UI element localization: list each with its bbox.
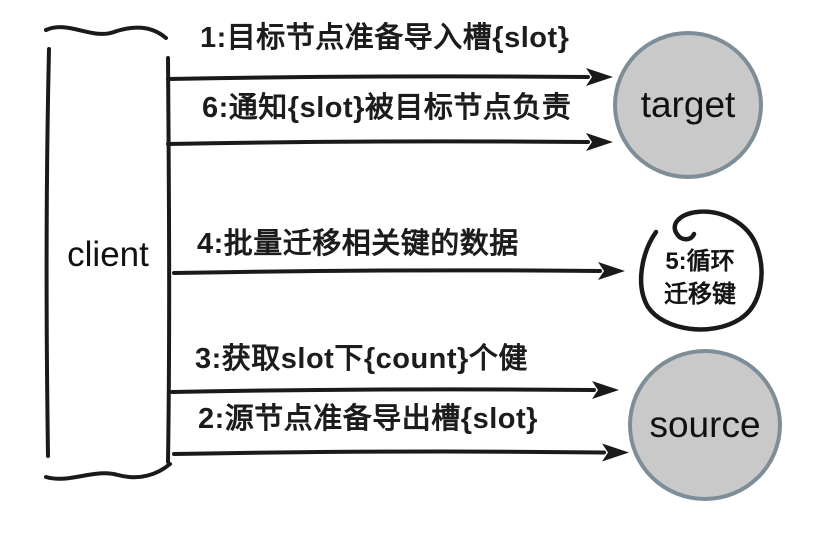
arrow-step1-line xyxy=(166,74,590,81)
message-label-step1: 1:目标节点准备导入槽{slot} xyxy=(200,22,570,54)
arrow-step2-line xyxy=(172,449,606,456)
message-label-step2: 2:源节点准备导出槽{slot} xyxy=(198,403,538,435)
loop-note-line1: 5:循环 xyxy=(665,248,735,275)
arrow-step4-line xyxy=(172,268,602,275)
client-label: client xyxy=(67,235,149,274)
loop-note-line2: 迁移键 xyxy=(664,281,736,308)
loop-circle-sketch xyxy=(638,209,764,332)
arrow-step6-head xyxy=(586,133,613,151)
arrow-step1-head xyxy=(586,68,613,86)
arrow-step3-line xyxy=(170,387,596,394)
client-bracket-left-line xyxy=(44,47,51,458)
client-bracket-bottom-squiggle xyxy=(44,462,172,481)
arrow-step4-head xyxy=(598,262,625,280)
client-bracket-top-squiggle xyxy=(44,25,168,40)
arrow-step2-head xyxy=(602,443,629,462)
message-label-step3: 3:获取slot下{count}个健 xyxy=(195,343,528,375)
message-label-step4: 4:批量迁移相关键的数据 xyxy=(197,228,519,260)
source-node: source xyxy=(628,349,782,501)
arrow-step6-line xyxy=(166,139,590,146)
target-node: target xyxy=(613,31,763,179)
arrow-step3-head xyxy=(592,381,619,399)
loop-note: 5:循环 迁移键 xyxy=(630,245,770,311)
client-bracket-right-line xyxy=(166,56,172,464)
message-label-step6: 6:通知{slot}被目标节点负责 xyxy=(202,92,572,124)
target-node-label: target xyxy=(640,84,736,125)
source-node-label: source xyxy=(649,404,761,445)
